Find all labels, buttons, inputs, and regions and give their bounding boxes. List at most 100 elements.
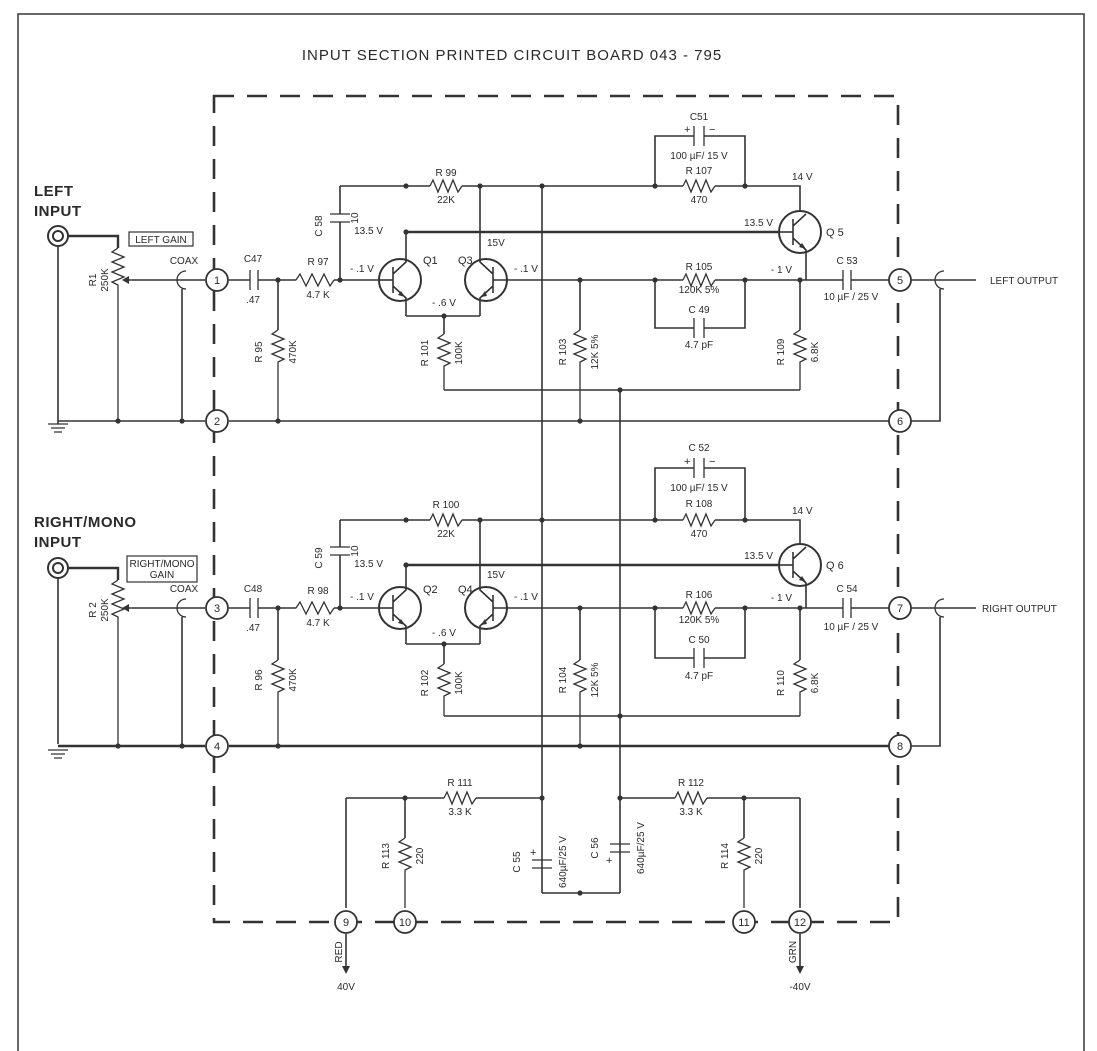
c52-plus: +: [684, 456, 690, 468]
r97-name: R 97: [307, 257, 329, 268]
terminal-10: 10: [393, 910, 417, 934]
c55-plus: +: [530, 847, 536, 859]
terminal-8: 8: [888, 734, 912, 758]
right-output-label: RIGHT OUTPUT: [982, 604, 1057, 615]
c55-name: C 55: [512, 851, 523, 873]
r110-value: 6.8K: [810, 672, 821, 693]
left-volt-q1b: - .1 V: [350, 264, 374, 275]
terminal-7: 7: [888, 596, 912, 620]
c53-name: C 53: [836, 256, 858, 267]
r104-value: 12K 5%: [590, 662, 601, 697]
left-volt-emit: - .6 V: [432, 298, 456, 309]
junction-dots: [115, 183, 803, 896]
svg-text:4: 4: [214, 741, 220, 753]
r109-name: R 109: [776, 338, 787, 365]
terminal-3: 3: [205, 596, 229, 620]
r101-value: 100K: [454, 341, 465, 365]
right-volt-q4b: - .1 V: [514, 592, 538, 603]
left-channel: LEFT INPUT LEFT GAIN R1 250K COAX C47 .4…: [34, 112, 1058, 433]
r113-value: 220: [415, 847, 426, 864]
r100-name: R 100: [433, 500, 460, 511]
neg-voltage-label: -40V: [789, 982, 810, 993]
r111-value: 3.3 K: [448, 807, 472, 818]
svg-text:7: 7: [897, 603, 903, 615]
r114-value: 220: [754, 847, 765, 864]
r2-value: 250K: [100, 598, 111, 622]
r95-value: 470K: [288, 340, 299, 364]
terminal-11: 11: [732, 910, 756, 934]
c52-minus: −: [709, 456, 715, 468]
left-input-jack: [47, 225, 120, 424]
left-output-label: LEFT OUTPUT: [990, 276, 1058, 287]
left-gain-label: LEFT GAIN: [135, 235, 187, 246]
terminal-2: 2: [205, 409, 229, 433]
q2-transistor: [378, 565, 422, 644]
svg-text:2: 2: [214, 416, 220, 428]
r97-value: 4.7 K: [306, 290, 330, 301]
terminal-9: 9: [334, 910, 358, 934]
r96-name: R 96: [254, 669, 265, 691]
r104-name: R 104: [558, 666, 569, 693]
board-title: INPUT SECTION PRINTED CIRCUIT BOARD 043 …: [302, 47, 722, 64]
r109-value: 6.8K: [810, 341, 821, 362]
c59-name: C 59: [314, 547, 325, 569]
c51-plus: +: [684, 124, 690, 136]
q4-label: Q4: [458, 584, 473, 596]
c54-name: C 54: [836, 584, 858, 595]
q6-transistor: [778, 543, 822, 608]
right-coax-label: COAX: [170, 584, 199, 595]
svg-text:1: 1: [214, 275, 220, 287]
r103-name: R 103: [558, 338, 569, 365]
r1-value: 250K: [100, 268, 111, 292]
r111-name: R 111: [447, 778, 473, 789]
svg-text:9: 9: [343, 917, 349, 929]
right-input-jack: [47, 557, 120, 744]
r100-value: 22K: [437, 529, 455, 540]
q6-label: Q 6: [826, 560, 844, 572]
r114-name: R 114: [720, 843, 731, 869]
q5-transistor: [778, 210, 822, 280]
r101-name: R 101: [420, 339, 431, 366]
left-input-label-1: LEFT: [34, 183, 74, 200]
right-gain-label-1: RIGHT/MONO: [130, 559, 195, 570]
c48-name: C48: [244, 584, 263, 595]
right-gain-label-2: GAIN: [150, 570, 174, 581]
right-input-label-1: RIGHT/MONO: [34, 514, 137, 531]
q4-transistor: [464, 520, 655, 644]
right-volt-135a: 13.5 V: [354, 559, 383, 570]
c47-name: C47: [244, 254, 263, 265]
right-volt-q6c: 14 V: [792, 506, 813, 517]
left-volt-out: - 1 V: [771, 265, 792, 276]
neg-wire-label: GRN: [788, 941, 799, 963]
r1-name: R1: [88, 273, 99, 286]
svg-text:10: 10: [399, 917, 411, 929]
r99-name: R 99: [435, 168, 457, 179]
r103-value: 12K 5%: [590, 334, 601, 369]
c52-value: 100 µF/ 15 V: [670, 483, 728, 494]
svg-text:8: 8: [897, 741, 903, 753]
right-volt-out: - 1 V: [771, 593, 792, 604]
c49-name: C 49: [688, 305, 710, 316]
r110-name: R 110: [776, 670, 787, 696]
r105-name: R 105: [686, 262, 713, 273]
q2-label: Q2: [423, 584, 438, 596]
c58-name: C 58: [314, 215, 325, 237]
board-outline: [212, 94, 900, 924]
left-volt-q3b: - .1 V: [514, 264, 538, 275]
c55-value: 640µF/25 V: [558, 836, 569, 888]
svg-text:5: 5: [897, 275, 903, 287]
left-volt-135a: 13.5 V: [354, 226, 383, 237]
r98-name: R 98: [307, 586, 329, 597]
c50-value: 4.7 pF: [685, 671, 713, 682]
r98-value: 4.7 K: [306, 618, 330, 629]
c56-plus: +: [606, 855, 612, 867]
pos-voltage-label: 40V: [337, 982, 355, 993]
terminal-1: 1: [205, 268, 229, 292]
r113-name: R 113: [381, 843, 392, 869]
terminal-5: 5: [888, 268, 912, 292]
right-volt-emit: - .6 V: [432, 628, 456, 639]
r102-value: 100K: [454, 671, 465, 695]
terminal-4: 4: [205, 734, 229, 758]
r102-name: R 102: [420, 669, 431, 696]
